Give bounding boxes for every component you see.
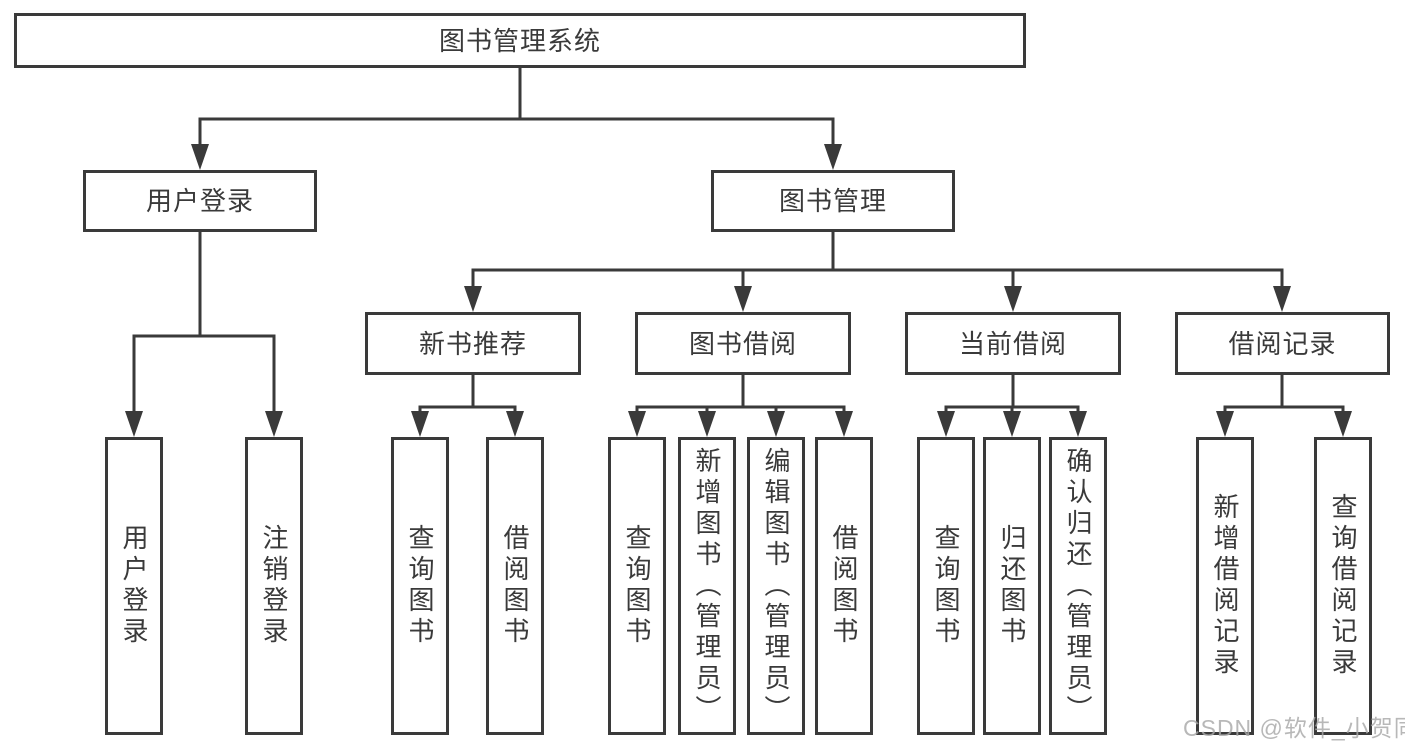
leaf-add-borrow-record: 新增借阅记录 [1196, 437, 1254, 735]
leaf-label: 查询图书 [405, 524, 435, 648]
leaf-query-books-borrow: 查询图书 [608, 437, 666, 735]
node-new-book-recommend: 新书推荐 [365, 312, 581, 375]
leaf-label: 用户登录 [119, 524, 149, 648]
leaf-edit-book-admin: 编辑图书（管理员） [747, 437, 805, 735]
leaf-logout: 注销登录 [245, 437, 303, 735]
leaf-borrow-books: 借阅图书 [815, 437, 873, 735]
leaf-user-login: 用户登录 [105, 437, 163, 735]
arrowheads [125, 144, 1352, 437]
leaf-label: 新增图书（管理员） [692, 446, 722, 726]
leaf-label: 借阅图书 [500, 524, 530, 648]
node-current-borrow: 当前借阅 [905, 312, 1121, 375]
leaf-label: 借阅图书 [829, 524, 859, 648]
leaf-label: 新增借阅记录 [1210, 493, 1240, 679]
leaf-query-borrow-record: 查询借阅记录 [1314, 437, 1372, 735]
connector-path [132, 68, 1345, 412]
leaf-label: 归还图书 [997, 524, 1027, 648]
csdn-watermark: CSDN @软件_小贺同学 [1183, 715, 1405, 741]
leaf-confirm-return-admin: 确认归还（管理员） [1049, 437, 1107, 735]
leaf-label: 编辑图书（管理员） [761, 446, 791, 726]
leaf-label: 查询图书 [622, 524, 652, 648]
leaf-label: 注销登录 [259, 524, 289, 648]
node-book-borrow: 图书借阅 [635, 312, 851, 375]
node-book-management: 图书管理 [711, 170, 955, 232]
leaf-add-book-admin: 新增图书（管理员） [678, 437, 736, 735]
leaf-label: 查询借阅记录 [1328, 493, 1358, 679]
leaf-label: 查询图书 [931, 524, 961, 648]
node-user-login: 用户登录 [83, 170, 317, 232]
leaf-return-book: 归还图书 [983, 437, 1041, 735]
node-borrow-records: 借阅记录 [1175, 312, 1390, 375]
leaf-query-books-recommend: 查询图书 [391, 437, 449, 735]
leaf-query-books-current: 查询图书 [917, 437, 975, 735]
node-root-system: 图书管理系统 [14, 13, 1026, 68]
leaf-label: 确认归还（管理员） [1063, 446, 1093, 726]
leaf-borrow-books-recommend: 借阅图书 [486, 437, 544, 735]
